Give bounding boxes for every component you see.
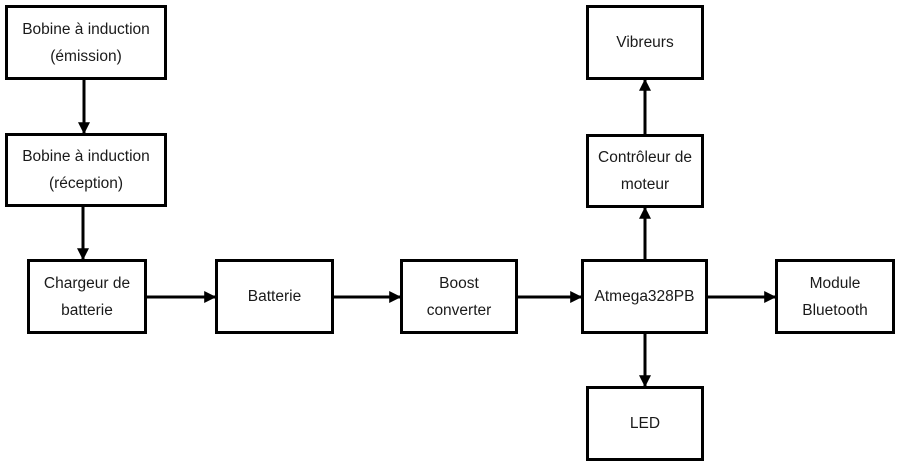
block-label: Chargeur de batterie xyxy=(43,274,131,319)
block-label: Boost converter xyxy=(426,274,492,319)
block-label: Batterie xyxy=(247,288,302,305)
block-vibreurs: Vibreurs xyxy=(586,5,704,80)
block-controleur: Contrôleur de moteur xyxy=(586,134,704,208)
block-label: Bobine à induction (émission) xyxy=(22,20,150,65)
block-label: Bobine à induction (réception) xyxy=(22,148,150,192)
block-label: LED xyxy=(629,415,661,432)
block-label: Vibreurs xyxy=(616,34,674,51)
block-label: Contrôleur de moteur xyxy=(598,149,692,193)
block-chargeur: Chargeur de batterie xyxy=(27,259,147,334)
block-atmega: Atmega328PB xyxy=(581,259,708,334)
block-boost-converter: Boost converter xyxy=(400,259,518,334)
block-bobine-reception: Bobine à induction (réception) xyxy=(5,133,167,207)
block-bobine-emission: Bobine à induction (émission) xyxy=(5,5,167,80)
block-led: LED xyxy=(586,386,704,461)
block-label: Atmega328PB xyxy=(594,288,695,305)
block-label: Module Bluetooth xyxy=(802,274,868,319)
block-batterie: Batterie xyxy=(215,259,334,334)
block-bluetooth: Module Bluetooth xyxy=(775,259,895,334)
